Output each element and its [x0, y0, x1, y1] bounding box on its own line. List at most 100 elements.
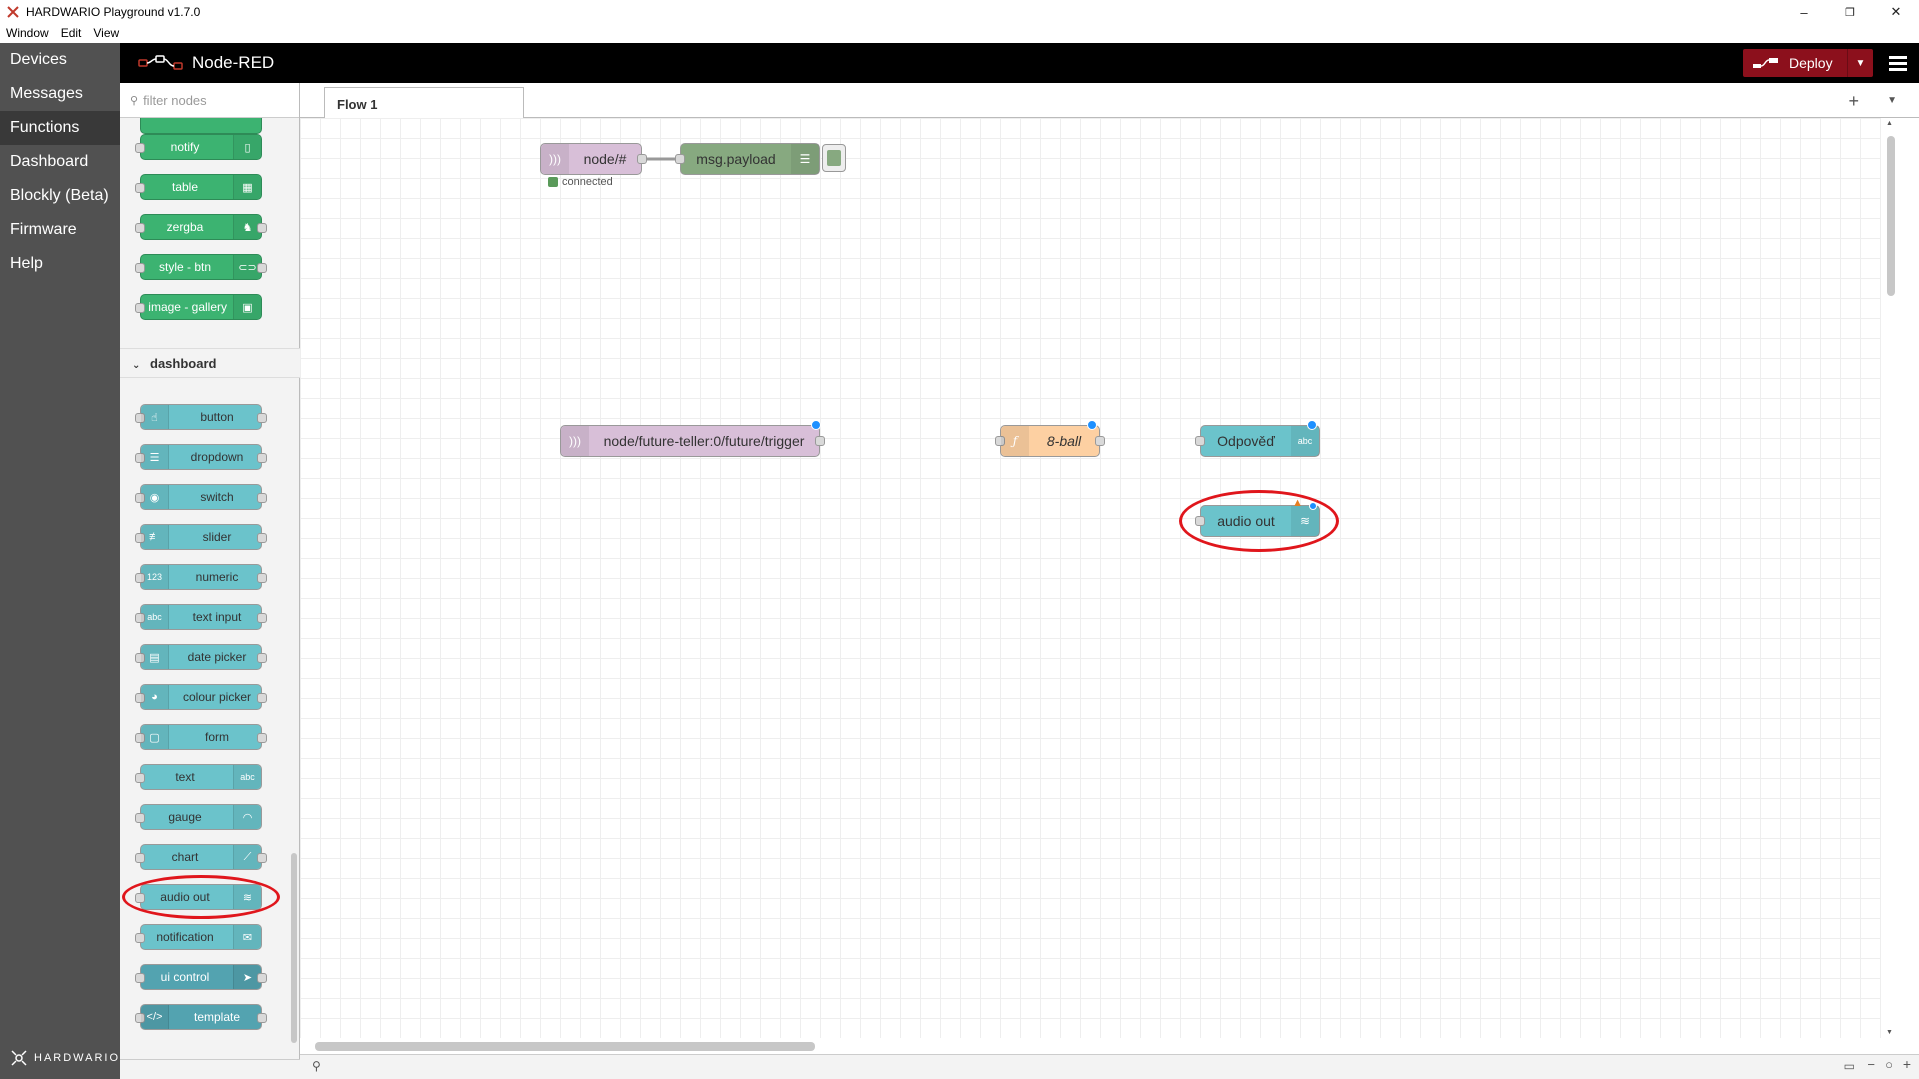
menu-view[interactable]: View: [93, 25, 120, 40]
palette-node-partial[interactable]: [140, 118, 262, 134]
palette-node-ui-control[interactable]: ui control ➤: [135, 964, 267, 990]
brand-text: HARDWARIO: [34, 1052, 121, 1064]
list-icon: ☰: [791, 144, 819, 174]
deploy-label: Deploy: [1789, 55, 1833, 71]
debug-toggle-button[interactable]: [822, 144, 846, 172]
palette-footer: [120, 1059, 300, 1079]
nav-dashboard[interactable]: Dashboard: [10, 153, 89, 170]
calendar-icon: ▤: [141, 645, 169, 669]
image-icon: ▣: [233, 295, 261, 319]
brand-logo: HARDWARIO: [10, 1049, 120, 1067]
window-title: HARDWARIO Playground v1.7.0: [26, 5, 201, 19]
app-icon: [7, 6, 19, 18]
highlight-ellipse-palette: [122, 875, 280, 919]
flow-node-debug[interactable]: msg.payload ☰: [675, 143, 820, 175]
tab-flow-1[interactable]: Flow 1: [324, 87, 524, 119]
tab-menu-caret-icon[interactable]: ▼: [1887, 95, 1897, 106]
flow-node-mqtt-in[interactable]: ))) node/#: [540, 143, 647, 175]
palette-scrollbar[interactable]: [291, 123, 297, 1043]
menu-edit[interactable]: Edit: [60, 25, 82, 40]
map-icon[interactable]: ▭: [1843, 1059, 1855, 1073]
deploy-button[interactable]: Deploy ▼: [1743, 49, 1873, 77]
add-tab-icon[interactable]: +: [1848, 91, 1859, 111]
flow-node-function-8ball[interactable]: ƒ 8-ball: [995, 420, 1105, 457]
workspace-vertical-scrollbar[interactable]: ▲ ▼: [1881, 118, 1900, 1038]
flow-node-mqtt-in-trigger[interactable]: ))) node/future-teller:0/future/trigger: [560, 420, 825, 457]
palette-node-switch[interactable]: ◉ switch: [135, 484, 267, 510]
minimize-button[interactable]: –: [1800, 4, 1808, 20]
highlight-ellipse-workspace: [1179, 490, 1339, 552]
palette-node-zergba[interactable]: zergba ♞: [135, 214, 267, 240]
nav-messages[interactable]: Messages: [10, 85, 83, 102]
palette-node-image-gallery[interactable]: image - gallery ▣: [135, 294, 262, 320]
search-icon: ⚲: [130, 94, 139, 107]
function-icon: ƒ: [1001, 426, 1029, 456]
node-status-connected: connected: [548, 176, 613, 188]
palette-node-list: notify ▯ table ▦ zergba ♞ style - btn ⊂⊃…: [120, 118, 300, 1042]
palette-search-input[interactable]: filter nodes: [143, 92, 207, 108]
node-palette: ⚲ filter nodes notify ▯ table ▦ zergba ♞…: [120, 83, 300, 1079]
palette-node-dropdown[interactable]: ☰ dropdown: [135, 444, 267, 470]
scroll-up-icon: ▲: [1886, 120, 1893, 127]
nav-devices[interactable]: Devices: [10, 51, 67, 68]
palette-node-slider[interactable]: ≢ slider: [135, 524, 267, 550]
palette-node-form[interactable]: ▢ form: [135, 724, 267, 750]
code-icon: </>: [141, 1005, 169, 1029]
toggle-icon: ⊂⊃: [233, 255, 261, 279]
unicorn-icon: ♞: [233, 215, 261, 239]
palette-node-button[interactable]: ☝ button: [135, 404, 267, 430]
palette-node-table[interactable]: table ▦: [135, 174, 262, 200]
main-menu-icon[interactable]: [1889, 53, 1907, 73]
maximize-button[interactable]: ❐: [1845, 6, 1855, 19]
list-icon: ☰: [141, 445, 169, 469]
palette-node-notification[interactable]: notification ✉: [135, 924, 262, 950]
scroll-down-icon: ▼: [1886, 1029, 1893, 1036]
palette-node-style-btn[interactable]: style - btn ⊂⊃: [135, 254, 267, 280]
menu-window[interactable]: Window: [6, 25, 49, 40]
app-sidebar: Devices Messages Functions Dashboard Blo…: [0, 43, 120, 1079]
palette-node-chart[interactable]: chart ⟋: [135, 844, 267, 870]
palette-node-numeric[interactable]: 123 numeric: [135, 564, 267, 590]
nav-firmware[interactable]: Firmware: [10, 221, 77, 238]
close-button[interactable]: ✕: [1890, 4, 1902, 19]
zoom-in-icon[interactable]: +: [1902, 1056, 1911, 1072]
nav-help[interactable]: Help: [10, 255, 43, 272]
deploy-menu-caret-icon[interactable]: ▼: [1847, 49, 1873, 77]
palette-search[interactable]: ⚲ filter nodes: [120, 83, 299, 118]
envelope-icon: ✉: [233, 925, 261, 949]
palette-category-dashboard[interactable]: ⌄ dashboard: [120, 348, 300, 378]
window-titlebar: HARDWARIO Playground v1.7.0 – ❐ ✕: [0, 0, 1919, 24]
palette-node-date-picker[interactable]: ▤ date picker: [135, 644, 267, 670]
text-icon: abc: [1291, 426, 1319, 456]
nodered-logo-icon: [138, 55, 183, 70]
category-label: dashboard: [150, 356, 217, 371]
hand-pointer-icon: ☝: [141, 405, 169, 429]
wires-layer: [644, 157, 680, 161]
nav-functions[interactable]: Functions: [0, 111, 120, 145]
flow-node-text-odpoved[interactable]: Odpověď abc: [1195, 420, 1320, 457]
hardwario-logo-icon: [11, 1050, 27, 1066]
palette-node-template[interactable]: </> template: [135, 1004, 267, 1030]
sliders-icon: ≢: [141, 525, 169, 549]
palette-node-colour-picker[interactable]: ◕ colour picker: [135, 684, 267, 710]
nodered-header: Node-RED Deploy ▼: [120, 43, 1919, 83]
deploy-icon: [1753, 58, 1778, 68]
chevron-down-icon: ⌄: [132, 360, 141, 371]
phone-icon: ▯: [233, 135, 261, 159]
workspace-tabs: Flow 1 + ▼: [300, 83, 1919, 119]
form-icon: ▢: [141, 725, 169, 749]
search-icon[interactable]: ⚲: [312, 1059, 321, 1073]
zoom-out-icon[interactable]: −: [1867, 1057, 1875, 1072]
wifi-icon: ))): [561, 426, 589, 456]
nodered-title: Node-RED: [192, 53, 275, 72]
nav-blockly[interactable]: Blockly (Beta): [10, 187, 109, 204]
workspace-footer: ⚲ ▭ − ○ +: [300, 1054, 1919, 1079]
palette-node-notify[interactable]: notify ▯: [135, 134, 262, 160]
flow-workspace[interactable]: ))) node/# connected msg.payload ☰ ))) n…: [300, 118, 1900, 1038]
toggle-icon: ◉: [141, 485, 169, 509]
palette-node-gauge[interactable]: gauge ◠: [135, 804, 262, 830]
zoom-reset-icon[interactable]: ○: [1885, 1057, 1893, 1072]
palette-node-text[interactable]: text abc: [135, 764, 262, 790]
workspace-horizontal-scrollbar[interactable]: [300, 1038, 1900, 1054]
palette-node-text-input[interactable]: abc text input: [135, 604, 267, 630]
